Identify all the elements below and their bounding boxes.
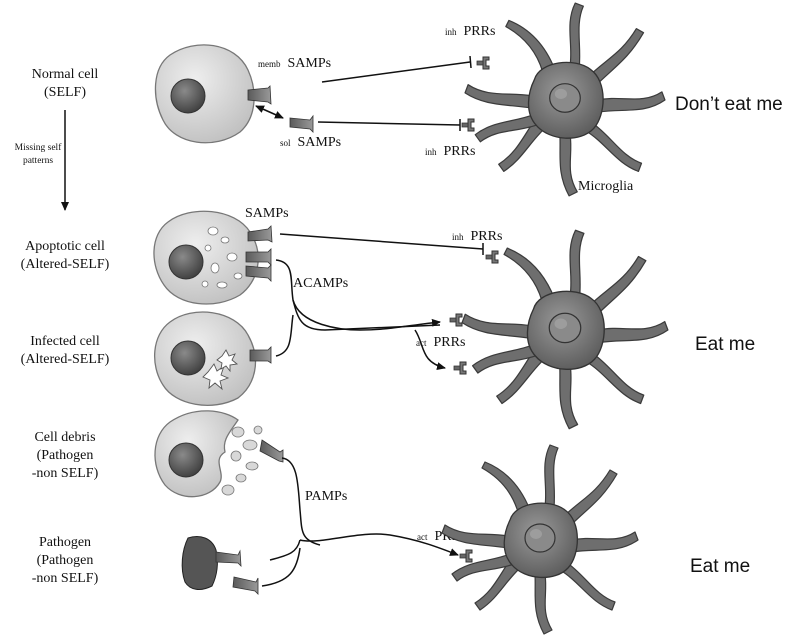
memb-samps-text: SAMPs	[288, 56, 332, 71]
infected-cell-line2: (Altered-SELF)	[21, 352, 110, 367]
receptor-middle-act-2	[453, 361, 467, 375]
inh-prrs-label-bottom: inh PRRs	[425, 142, 475, 159]
pamps-brace-mid	[269, 539, 301, 561]
pathogen-line1: Pathogen	[39, 535, 91, 550]
cell-debris-line1: Cell debris	[34, 430, 95, 445]
acamps-label: ACAMPs	[293, 276, 348, 291]
memb-samps-label: memb SAMPs	[258, 54, 331, 71]
apoptotic-acamp-ligand-2	[245, 264, 272, 282]
normal-cell	[154, 44, 272, 144]
membrane-samp-ligand	[247, 85, 272, 105]
acamps-brace-bottom	[275, 314, 294, 357]
sol-prefix: sol	[280, 138, 291, 148]
pamps-label: PAMPs	[305, 489, 347, 504]
cell-debris-line3: -non SELF)	[32, 466, 99, 481]
microglia-label: Microglia	[578, 179, 634, 194]
infected-cell-label: Infected cell (Altered-SELF)	[21, 334, 110, 367]
pamps-arrow	[299, 533, 459, 556]
normal-cell-line1: Normal cell	[32, 67, 99, 82]
pamps-brace-top	[281, 457, 321, 546]
acamps-arrow-bottom	[414, 329, 446, 371]
pathogen-pamp-ligand	[215, 549, 242, 568]
pathogen	[181, 536, 259, 595]
free-pamp-ligand	[232, 576, 259, 595]
missing-self-line1: Missing self	[15, 142, 63, 153]
inh-prrs-label-top: inh PRRs	[445, 22, 495, 39]
debris-pamp-ligand	[259, 439, 284, 463]
infected-cell-line1: Infected cell	[30, 334, 100, 349]
soluble-samp-ligand	[289, 114, 314, 133]
sol-samps-text: SAMPs	[298, 135, 342, 150]
receptor-top-1	[476, 56, 490, 70]
receptor-bottom-act	[459, 549, 473, 563]
infected-cell	[153, 311, 272, 406]
pamps-brace-bottom	[261, 547, 301, 587]
debris-fragments	[221, 425, 263, 496]
outcome-dont-eat-me: Don’t eat me	[675, 94, 783, 115]
sol-inhibit-line	[317, 121, 461, 126]
cell-debris-line2: (Pathogen	[37, 448, 94, 463]
receptor-middle-act-1	[449, 313, 463, 327]
cell-debris-label: Cell debris (Pathogen -non SELF)	[32, 430, 99, 481]
act-prrs-label-middle: act PRRs	[416, 333, 465, 350]
memb-inhibit-bar	[469, 55, 472, 69]
acamps-brace-top	[275, 259, 441, 331]
memb-inhibit-line	[321, 61, 471, 83]
acamps-arrow-top	[292, 299, 441, 331]
normal-cell-label: Normal cell (SELF)	[32, 67, 99, 100]
outcome-eat-me-bottom: Eat me	[690, 556, 750, 577]
microglia-middle	[449, 229, 669, 430]
samps-label: SAMPs	[245, 206, 289, 221]
receptor-middle-inh	[485, 250, 499, 264]
infected-acamp-ligand	[249, 346, 272, 364]
pathogen-line2: (Pathogen	[37, 553, 94, 568]
apoptotic-cell-label: Apoptotic cell (Altered-SELF)	[21, 239, 110, 272]
samps-inhibit-line	[279, 233, 484, 250]
normal-cell-line2: (SELF)	[44, 85, 86, 100]
apoptotic-cell-line1: Apoptotic cell	[25, 239, 105, 254]
sol-samps-label: sol SAMPs	[280, 133, 341, 150]
cell-debris	[154, 410, 284, 498]
receptor-top-2	[461, 118, 475, 132]
pathogen-label: Pathogen (Pathogen -non SELF)	[32, 535, 99, 586]
release-double-arrow	[255, 105, 284, 119]
apoptotic-cell-line2: (Altered-SELF)	[21, 257, 110, 272]
apoptotic-samp-ligand	[247, 225, 273, 243]
outcome-eat-me-middle: Eat me	[695, 334, 755, 355]
inh-prrs-label-middle: inh PRRs	[452, 227, 502, 244]
apoptotic-cell	[153, 210, 273, 305]
virus-particles	[202, 349, 239, 391]
apoptotic-vesicles	[201, 226, 243, 289]
missing-self-line2: patterns	[23, 156, 53, 166]
microglia-bottom	[441, 444, 639, 635]
memb-prefix: memb	[258, 59, 281, 69]
nucleus	[170, 78, 206, 114]
missing-self-label: Missing self patterns	[15, 142, 63, 166]
pathogen-line3: -non SELF)	[32, 571, 99, 586]
